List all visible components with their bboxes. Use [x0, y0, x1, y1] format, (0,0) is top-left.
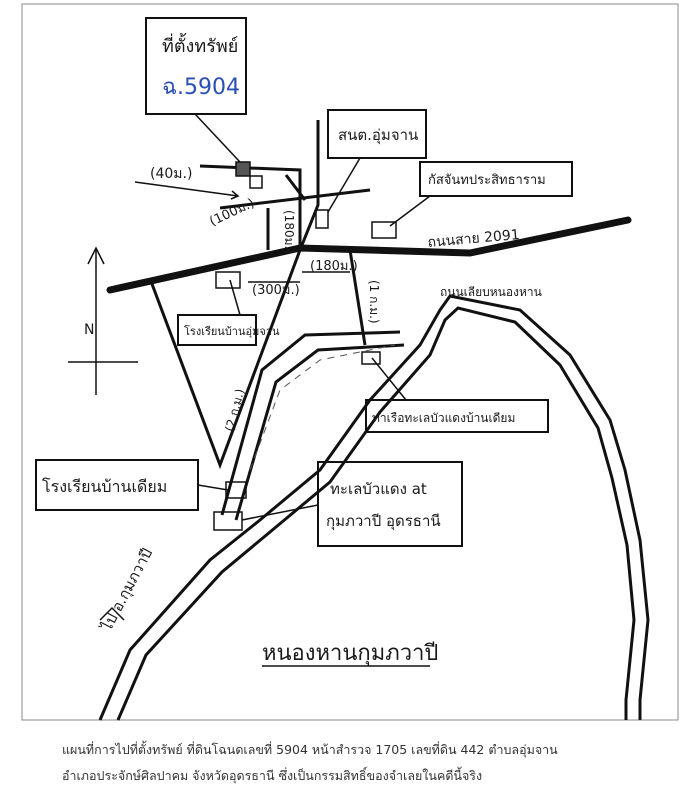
school-umjan-building: [215, 271, 241, 289]
kitchen-building: [371, 221, 397, 239]
school-diam-label: โรงเรียนบ้านเดียม: [42, 477, 167, 496]
highway-road: [106, 216, 632, 294]
distance-1km-label: (1 ก.ม.): [367, 280, 381, 324]
property-box-title: ที่ตั้งทรัพย์: [162, 33, 238, 57]
arrow-40m: [134, 181, 239, 197]
property-deed-number: ฉ.5904: [162, 75, 240, 100]
local-road-edge-a: [220, 330, 401, 516]
road-to-pier: [348, 249, 367, 346]
compass-arrow-icon: [87, 246, 105, 265]
road-lane-north: [298, 120, 320, 251]
property-plot: [249, 175, 263, 189]
red-lotus-line1: ทะเลบัวแดง at: [330, 480, 427, 498]
red-lotus-site: [213, 511, 243, 531]
pointer-red-lotus: [241, 504, 319, 521]
sao-building: [315, 209, 329, 229]
map-frame: [21, 3, 679, 721]
sao-office-label: สนต.อุ่มจาน: [338, 126, 418, 145]
pointer-property: [194, 113, 241, 163]
road-bend: [284, 174, 307, 201]
sao-box: [327, 109, 427, 159]
red-lotus-box: [317, 461, 463, 547]
direction-arrow-icon: [99, 606, 125, 621]
triangle-road: [150, 249, 302, 470]
pier-label: ท่าเรือทะเลบัวแดงบ้านเดียม: [372, 411, 515, 425]
pier-box: [365, 399, 549, 433]
kitchen-label: กัสจันทประสิทธาราม: [428, 173, 546, 188]
to-kumphawapi-label: ไป อ.กุมภวาปี: [97, 545, 157, 635]
pointer-school-diam: [197, 484, 229, 491]
distance-100m-label: (100ม.): [207, 196, 257, 230]
road-side-lane: [219, 188, 371, 210]
pointer-sao: [327, 157, 361, 213]
route-dashed: [249, 344, 396, 471]
school-umjan-label: โรงเรียนบ้านอุ่มจาน: [184, 324, 280, 338]
distance-40m-label: (40ม.): [150, 166, 192, 182]
distance-180m-label: (180ม.): [310, 259, 358, 274]
road-to-property: [199, 164, 302, 250]
school-umjan-box: [177, 314, 257, 346]
lake-label: หนองหานกุมภวาปี: [262, 641, 438, 666]
distance-2km-label: (2 ก.ม.): [222, 387, 247, 433]
kitchen-box: [419, 161, 573, 197]
local-road-edge-b: [234, 343, 405, 521]
caption-line2: อำเภอประจักษ์ศิลปาคม จังหวัดอุดรธานี ซึ่…: [62, 768, 483, 783]
pointer-school-umjan: [229, 279, 241, 316]
pier-building: [361, 351, 381, 365]
red-lotus-line2: กุมภวาปี อุดรธานี: [326, 512, 441, 531]
distance-180m-vertical-label: (180ม.): [282, 210, 296, 254]
canal-road-label: ถนนเลียบหนองหาน: [440, 285, 542, 299]
lake-shore-inner: [116, 306, 636, 721]
compass-north-label: N: [84, 322, 94, 338]
distance-300m-label: (300ม.): [252, 283, 300, 298]
pointer-kitchen: [389, 195, 431, 227]
caption-line1: แผนที่การไปที่ตั้งทรัพย์ ที่ดินโฉนดเลขที…: [62, 742, 558, 757]
arrowhead-40m: [230, 190, 240, 200]
pointer-pier: [371, 357, 407, 401]
lake-shore-outer: [98, 294, 650, 721]
property-marker: [235, 161, 251, 177]
